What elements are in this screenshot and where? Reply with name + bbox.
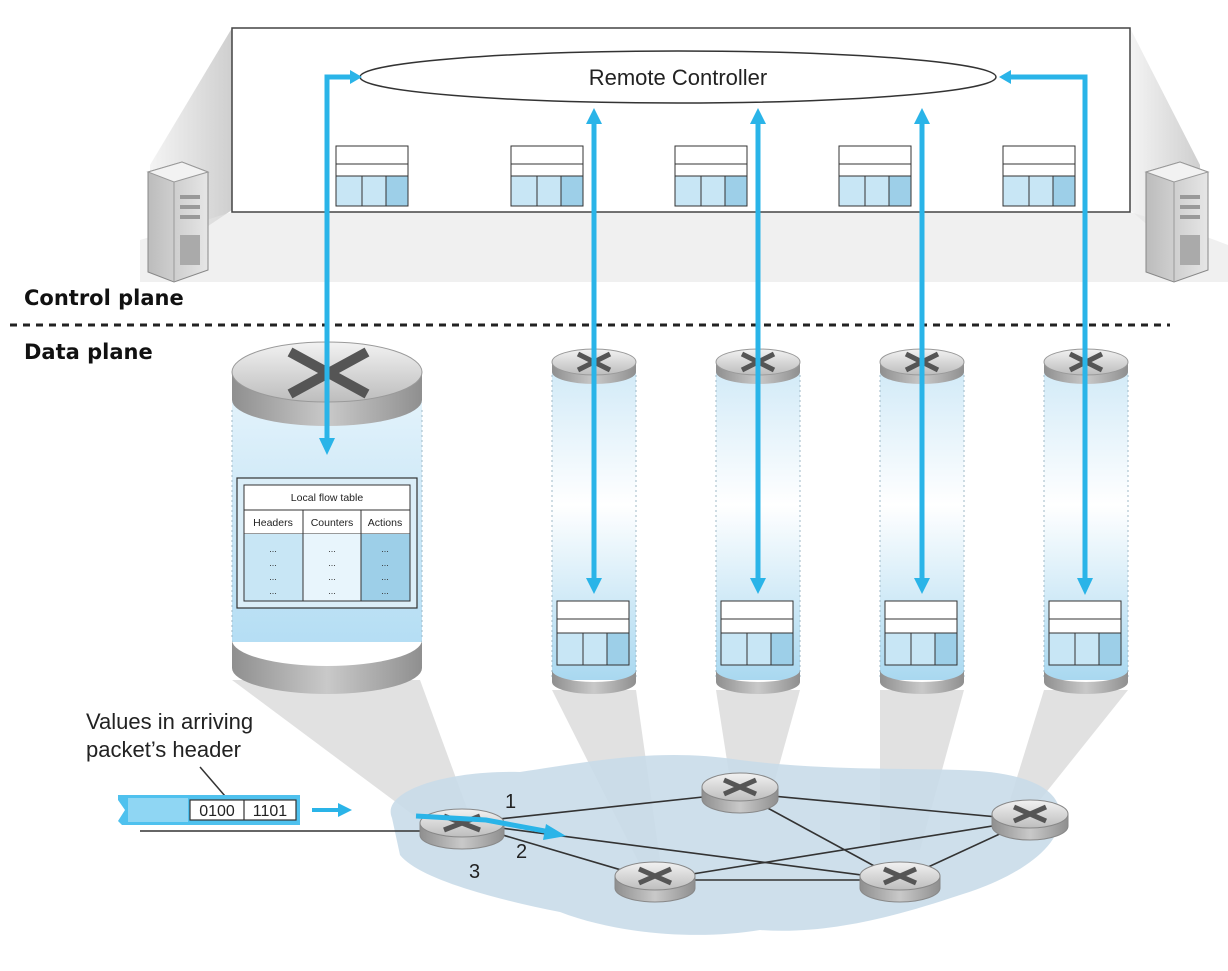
packet-caption-line2: packet’s header xyxy=(86,737,241,762)
switch-table-3 xyxy=(884,600,958,666)
controller-table-4 xyxy=(838,145,912,207)
control-beam-base xyxy=(140,212,1228,282)
flow-table-title: Local flow table xyxy=(291,492,364,504)
flow-cell: ... xyxy=(381,558,389,568)
router-3 xyxy=(991,799,1069,841)
router-4 xyxy=(614,861,696,903)
controller-table-3 xyxy=(674,145,748,207)
server-left-icon xyxy=(146,161,210,283)
switch-table-4 xyxy=(1048,600,1122,666)
local-flow-table: Local flow table Headers Counters Action… xyxy=(236,477,418,609)
beam-col-2 xyxy=(716,690,800,780)
router-5 xyxy=(859,861,941,903)
flow-cell: ... xyxy=(269,544,277,554)
data-plane-label: Data plane xyxy=(24,340,153,364)
col-header-headers: Headers xyxy=(253,517,293,529)
beam-col-4 xyxy=(1010,690,1128,800)
packet-field-2: 1101 xyxy=(253,803,288,820)
flow-cell: ... xyxy=(381,572,389,582)
packet-motion-arrowhead xyxy=(338,803,352,817)
forwarding-arrowhead xyxy=(543,824,566,840)
port-label-2: 2 xyxy=(516,841,527,863)
forwarding-arrow xyxy=(415,813,551,835)
switch-table-2 xyxy=(720,600,794,666)
flow-cell: ... xyxy=(269,558,277,568)
flow-cell: ... xyxy=(381,544,389,554)
col-header-counters: Counters xyxy=(311,517,354,529)
switch-table-1 xyxy=(556,600,630,666)
controller-table-5 xyxy=(1002,145,1076,207)
flow-cell: ... xyxy=(328,572,336,582)
control-arrows xyxy=(319,70,1093,595)
flow-cell: ... xyxy=(328,558,336,568)
flow-cell: ... xyxy=(381,586,389,596)
port-label-1: 1 xyxy=(505,791,516,813)
controller-table-1 xyxy=(335,145,409,207)
packet-caption-line1: Values in arriving xyxy=(86,709,253,734)
caption-pointer xyxy=(199,766,226,797)
control-plane-label: Control plane xyxy=(24,286,184,310)
router-2 xyxy=(701,772,779,814)
controller-table-2 xyxy=(510,145,584,207)
flow-cell: ... xyxy=(328,544,336,554)
flow-cell: ... xyxy=(269,572,277,582)
server-right-icon xyxy=(1144,161,1210,283)
remote-controller-label: Remote Controller xyxy=(589,65,768,90)
col-header-actions: Actions xyxy=(368,517,402,529)
packet: 0100 1101 xyxy=(118,795,300,825)
port-label-3: 3 xyxy=(469,861,480,883)
packet-field-1: 0100 xyxy=(199,803,235,820)
flow-cell: ... xyxy=(269,586,277,596)
flow-cell: ... xyxy=(328,586,336,596)
